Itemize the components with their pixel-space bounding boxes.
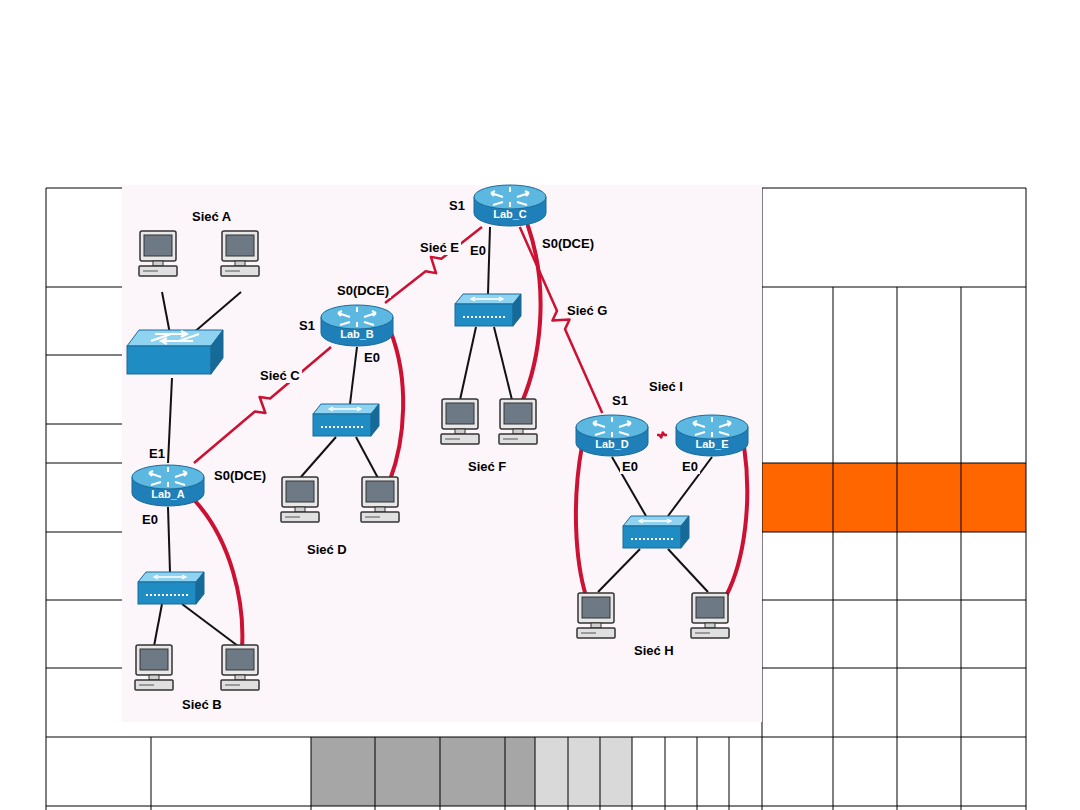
link-label: Sieć G: [565, 303, 609, 318]
router-icon: [465, 183, 555, 227]
serial-link: [194, 347, 331, 463]
hub-icon: [455, 294, 521, 326]
network-label: E0: [680, 459, 700, 474]
hub-icon: [313, 404, 379, 436]
router-icon: [667, 413, 757, 457]
pc-icon: [441, 399, 479, 444]
router: Lab_A: [123, 463, 213, 507]
network-label: S1: [447, 198, 467, 213]
router-name: Lab_E: [667, 438, 757, 451]
router-icon: [312, 303, 402, 347]
hub-icon: [138, 572, 204, 604]
console-cables: [196, 226, 747, 648]
pc-icon: [221, 645, 259, 690]
link-label: Sieć C: [258, 368, 302, 383]
network-label: E0: [620, 459, 640, 474]
pc-icon: [361, 477, 399, 522]
network-label: Sieć D: [305, 542, 349, 557]
router-icon: [123, 463, 213, 507]
network-label: S1: [610, 393, 630, 408]
switch-icon: [127, 330, 223, 374]
pc-icon: [499, 399, 537, 444]
router-icon: [567, 413, 657, 457]
network-label: E0: [140, 512, 160, 527]
grey-cells: [311, 737, 535, 806]
serial-link: [520, 227, 602, 413]
network-label: S1: [297, 318, 317, 333]
pc-icon: [139, 231, 177, 276]
router-name: Lab_D: [567, 438, 657, 451]
pc-icon: [691, 593, 729, 638]
serial-link: [385, 227, 482, 303]
router: Lab_E: [667, 413, 757, 457]
link-label: Sieć I: [647, 379, 685, 394]
network-label: Sieć A: [190, 209, 233, 224]
router: Lab_D: [567, 413, 657, 457]
network-label: Sieć H: [632, 643, 676, 658]
router: Lab_C: [465, 183, 555, 227]
router-name: Lab_C: [465, 208, 555, 221]
network-label: S0(DCE): [212, 468, 268, 483]
serial-link: [657, 433, 667, 438]
router: Lab_B: [312, 303, 402, 347]
network-label: S0(DCE): [335, 283, 391, 298]
light-grey-cells: [535, 737, 632, 806]
hub-icon: [623, 516, 689, 548]
pc-icon: [577, 593, 615, 638]
router-name: Lab_A: [123, 488, 213, 501]
router-name: Lab_B: [312, 328, 402, 341]
network-label: S0(DCE): [540, 236, 596, 251]
pc-icon: [281, 477, 319, 522]
pc-icon: [221, 231, 259, 276]
network-label: E0: [362, 350, 382, 365]
link-label: Sieć E: [418, 240, 461, 255]
picture-ground: [122, 185, 762, 722]
network-label: E0: [468, 243, 488, 258]
orange-row: [762, 463, 1026, 532]
network-label: Sieć F: [466, 459, 508, 474]
network-label: E1: [147, 446, 167, 461]
pc-icon: [135, 645, 173, 690]
network-label: Sieć B: [180, 697, 224, 712]
